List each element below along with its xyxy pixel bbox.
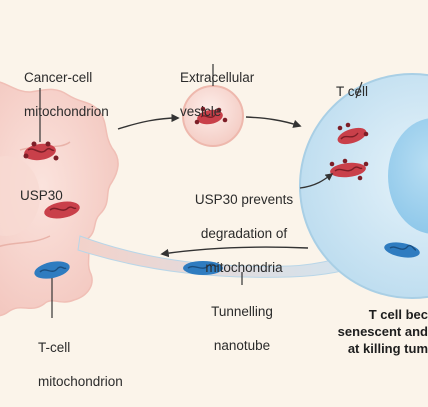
- arrow-usp30-to-mitochondria: [299, 173, 334, 189]
- tcell-mitochondrion-red-2: [329, 158, 369, 181]
- tcell-mitochondrion-red-1: [337, 122, 369, 145]
- cancer-mitochondrion: [44, 201, 80, 219]
- leader-tcell: [355, 81, 363, 99]
- cancer-cell: [0, 81, 119, 317]
- label-t-cell: T cell: [336, 84, 369, 99]
- label-outcome: T cell bec senescent and at killing tum: [337, 307, 428, 356]
- label-tunnelling-nanotube: Tunnelling nanotube: [211, 304, 273, 353]
- label-t-cell-mitochondrion: T-cell mitochondrion: [38, 340, 123, 389]
- label-extracellular-vesicle: Extracellular vesicle: [180, 70, 255, 119]
- cancer-mitochondrion-usp30: [23, 141, 59, 161]
- label-cancer-cell-mitochondrion: Cancer-cell mitochondrion: [24, 70, 109, 119]
- t-cell-mitochondrion: [384, 242, 420, 258]
- t-cell: [299, 73, 428, 299]
- t-cell-mitochondrion-in-tube: [183, 261, 223, 275]
- t-cell-mitochondrion-in-cancer: [34, 261, 70, 279]
- vesicle-mitochondrion: [194, 106, 228, 125]
- label-usp30: USP30: [20, 188, 63, 203]
- label-usp30-prevents: USP30 prevents degradation of mitochondr…: [194, 192, 294, 275]
- arrow-tcell-to-cancer: [160, 246, 309, 258]
- arrow-cancer-to-vesicle: [117, 113, 180, 130]
- arrow-vesicle-to-tcell: [245, 116, 302, 128]
